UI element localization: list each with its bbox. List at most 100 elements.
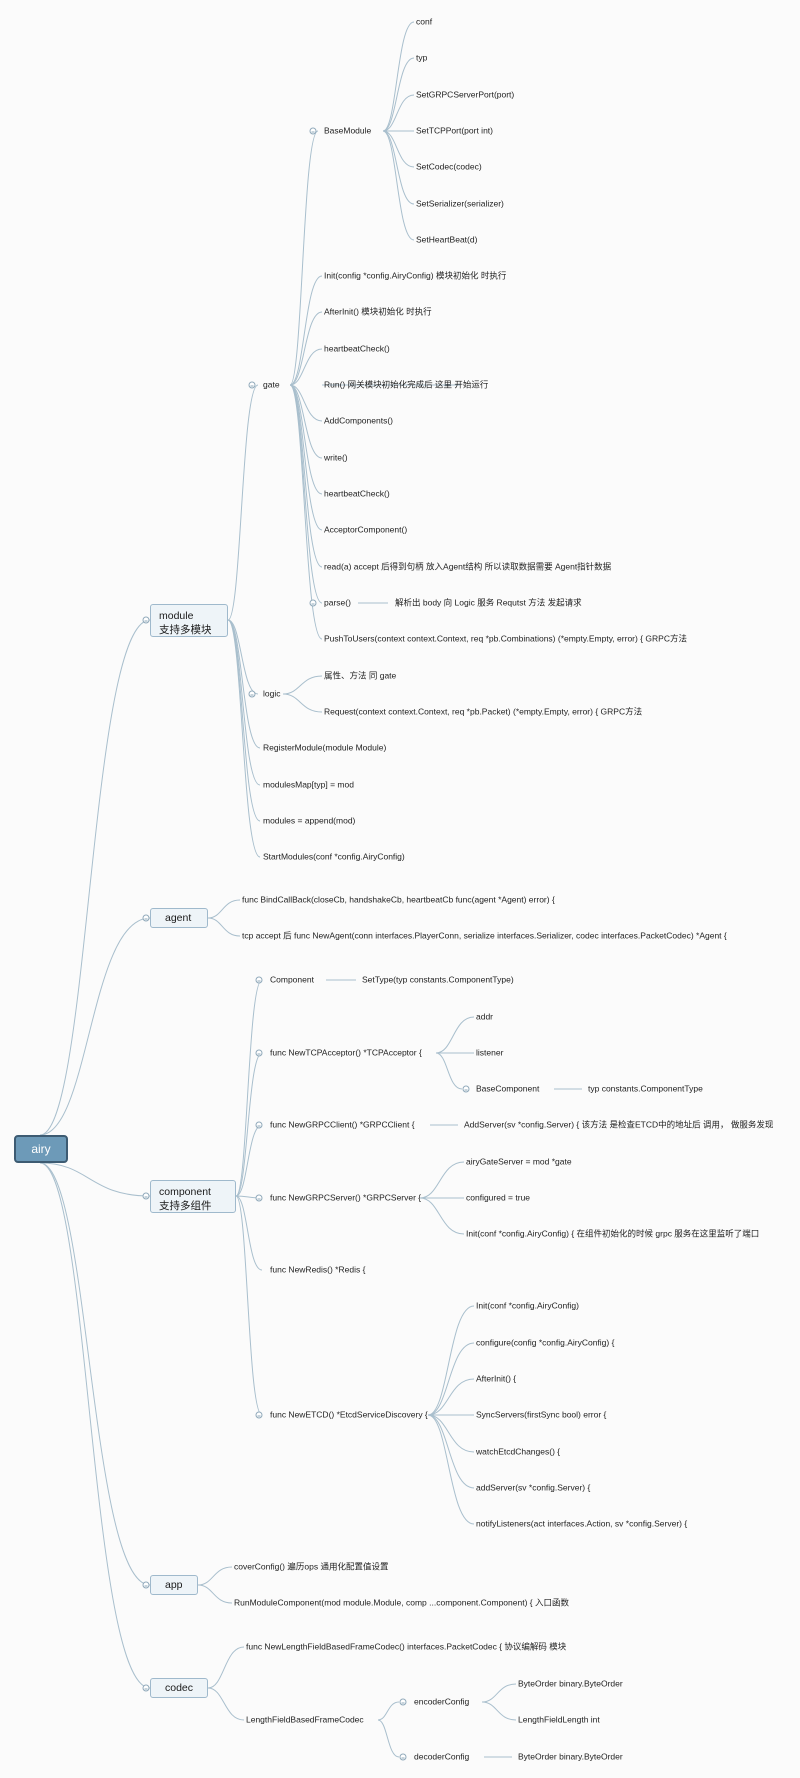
encoder-config-item[interactable]: ByteOrder binary.ByteOrder <box>518 1678 623 1689</box>
collapse-toggle[interactable] <box>142 1581 150 1589</box>
base-module-item[interactable]: conf <box>416 16 433 27</box>
base-module-node[interactable]: BaseModule <box>324 125 372 136</box>
etcd-item[interactable]: notifyListeners(act interfaces.Action, s… <box>476 1518 688 1529</box>
collapse-toggle[interactable] <box>255 976 263 984</box>
grpc-client-detail[interactable]: AddServer(sv *config.Server) { 该方法 是检查ET… <box>464 1119 774 1130</box>
module-node[interactable]: module 支持多模块 <box>150 604 228 637</box>
grpc-server-item[interactable]: Init(conf *config.AiryConfig) { 在组件初始化的时… <box>466 1228 760 1239</box>
collapse-toggle[interactable] <box>309 127 317 135</box>
connector-line <box>235 1052 263 1197</box>
collapse-toggle[interactable] <box>142 616 150 624</box>
app-node[interactable]: app <box>150 1575 198 1595</box>
collapse-toggle[interactable] <box>248 690 256 698</box>
component-sub-node[interactable]: Component <box>270 974 314 985</box>
codec-item[interactable]: func NewLengthFieldBasedFrameCodec() int… <box>246 1641 567 1652</box>
grpc-server-item[interactable]: airyGateServer = mod *gate <box>466 1156 572 1167</box>
collapse-toggle[interactable] <box>255 1194 263 1202</box>
root-node[interactable]: airy <box>14 1135 68 1163</box>
redis-node[interactable]: func NewRedis() *Redis { <box>270 1264 366 1275</box>
decoder-config-node[interactable]: decoderConfig <box>414 1751 470 1762</box>
tcp-acceptor-node[interactable]: func NewTCPAcceptor() *TCPAcceptor { <box>270 1047 422 1058</box>
tcp-acceptor-item[interactable]: listener <box>476 1047 504 1058</box>
codec-node[interactable]: codec <box>150 1678 208 1698</box>
gate-item[interactable]: write() <box>324 452 348 463</box>
collapse-toggle[interactable] <box>255 1049 263 1057</box>
gate-item[interactable]: AddComponents() <box>324 415 393 426</box>
lfb-codec-node[interactable]: LengthFieldBasedFrameCodec <box>246 1714 364 1725</box>
base-module-item[interactable]: SetSerializer(serializer) <box>416 198 504 209</box>
agent-node[interactable]: agent <box>150 908 208 928</box>
collapse-toggle[interactable] <box>255 1121 263 1129</box>
etcd-item[interactable]: SyncServers(firstSync bool) error { <box>476 1409 607 1420</box>
connector-line <box>382 57 415 132</box>
module-item[interactable]: RegisterModule(module Module) <box>263 742 387 753</box>
gate-node[interactable]: gate <box>263 379 280 390</box>
app-item[interactable]: RunModuleComponent(mod module.Module, co… <box>234 1597 569 1608</box>
grpc-server-item[interactable]: configured = true <box>466 1192 531 1203</box>
connector-line <box>289 384 323 422</box>
collapse-toggle[interactable] <box>142 1192 150 1200</box>
agent-item[interactable]: tcp accept 后 func NewAgent(conn interfac… <box>242 930 727 941</box>
connector-line <box>435 1016 475 1054</box>
base-component-node[interactable]: BaseComponent <box>476 1083 540 1094</box>
module-item[interactable]: modulesMap[typ] = mod <box>263 779 354 790</box>
component-sub-detail[interactable]: SetType(typ constants.ComponentType) <box>362 974 514 985</box>
parse-detail[interactable]: 解析出 body 向 Logic 服务 Requtst 方法 发起请求 <box>395 597 582 608</box>
collapse-toggle[interactable] <box>255 1411 263 1419</box>
grpc-client-node[interactable]: func NewGRPCClient() *GRPCClient { <box>270 1119 415 1130</box>
module-item[interactable]: modules = append(mod) <box>263 815 356 826</box>
base-module-item[interactable]: SetCodec(codec) <box>416 161 482 172</box>
collapse-toggle[interactable] <box>462 1085 470 1093</box>
logic-node[interactable]: logic <box>263 688 281 699</box>
gate-item[interactable]: read(a) accept 后得到句柄 放入Agent结构 所以读取数据需要 … <box>324 561 612 572</box>
connector-line <box>207 899 241 919</box>
collapse-toggle[interactable] <box>399 1753 407 1761</box>
module-item[interactable]: StartModules(conf *config.AiryConfig) <box>263 851 405 862</box>
etcd-item[interactable]: Init(conf *config.AiryConfig) <box>476 1300 579 1311</box>
gate-item[interactable]: heartbeatCheck() <box>324 343 390 354</box>
connector-line <box>289 384 323 568</box>
gate-item[interactable]: AcceptorComponent() <box>324 524 408 535</box>
component-subtitle: 支持多组件 <box>159 1200 212 1212</box>
collapse-toggle[interactable] <box>309 599 317 607</box>
component-node[interactable]: component 支持多组件 <box>150 1180 236 1213</box>
etcd-item[interactable]: watchEtcdChanges() { <box>476 1446 561 1457</box>
connector-line <box>227 619 261 822</box>
base-component-detail[interactable]: typ constants.ComponentType <box>588 1083 703 1094</box>
base-module-item[interactable]: typ <box>416 52 428 63</box>
collapse-toggle[interactable] <box>248 381 256 389</box>
grpc-server-node[interactable]: func NewGRPCServer() *GRPCServer { <box>270 1192 422 1203</box>
logic-item[interactable]: Request(context context.Context, req *pb… <box>324 706 643 717</box>
base-module-item[interactable]: SetHeartBeat(d) <box>416 234 478 245</box>
base-module-item[interactable]: SetGRPCServerPort(port) <box>416 89 515 100</box>
base-module-item[interactable]: SetTCPPort(port int) <box>416 125 493 136</box>
collapse-toggle[interactable] <box>142 1684 150 1692</box>
connector-line <box>207 917 241 937</box>
connector-line <box>382 130 415 205</box>
etcd-item[interactable]: configure(config *config.AiryConfig) { <box>476 1337 615 1348</box>
gate-item[interactable]: heartbeatCheck() <box>324 488 390 499</box>
gate-item[interactable]: Run() 网关模块初始化完成后 这里 开始运行 <box>324 379 489 390</box>
connector-line <box>427 1414 475 1525</box>
component-title: component <box>159 1186 211 1198</box>
logic-item[interactable]: 属性、方法 同 gate <box>324 670 397 681</box>
gate-item[interactable]: AfterInit() 模块初始化 时执行 <box>324 306 432 317</box>
agent-item[interactable]: func BindCallBack(closeCb, handshakeCb, … <box>242 894 555 905</box>
collapse-toggle[interactable] <box>142 914 150 922</box>
connector-line <box>481 1701 517 1721</box>
connector-line <box>289 130 319 386</box>
tcp-acceptor-item[interactable]: addr <box>476 1011 494 1022</box>
decoder-config-detail[interactable]: ByteOrder binary.ByteOrder <box>518 1751 623 1762</box>
etcd-item[interactable]: AfterInit() { <box>476 1373 517 1384</box>
parse-node[interactable]: parse() <box>324 597 351 608</box>
encoder-config-node[interactable]: encoderConfig <box>414 1696 470 1707</box>
etcd-item[interactable]: addServer(sv *config.Server) { <box>476 1482 591 1493</box>
app-item[interactable]: coverConfig() 遍历ops 通用化配置值设置 <box>234 1561 389 1572</box>
connector-line <box>289 384 323 459</box>
collapse-toggle[interactable] <box>399 1698 407 1706</box>
push-to-users-item[interactable]: PushToUsers(context context.Context, req… <box>324 633 687 644</box>
connector-line <box>289 275 323 386</box>
gate-item[interactable]: Init(config *config.AiryConfig) 模块初始化 时执… <box>324 270 507 281</box>
etcd-node[interactable]: func NewETCD() *EtcdServiceDiscovery { <box>270 1409 428 1420</box>
encoder-config-item[interactable]: LengthFieldLength int <box>518 1714 600 1725</box>
